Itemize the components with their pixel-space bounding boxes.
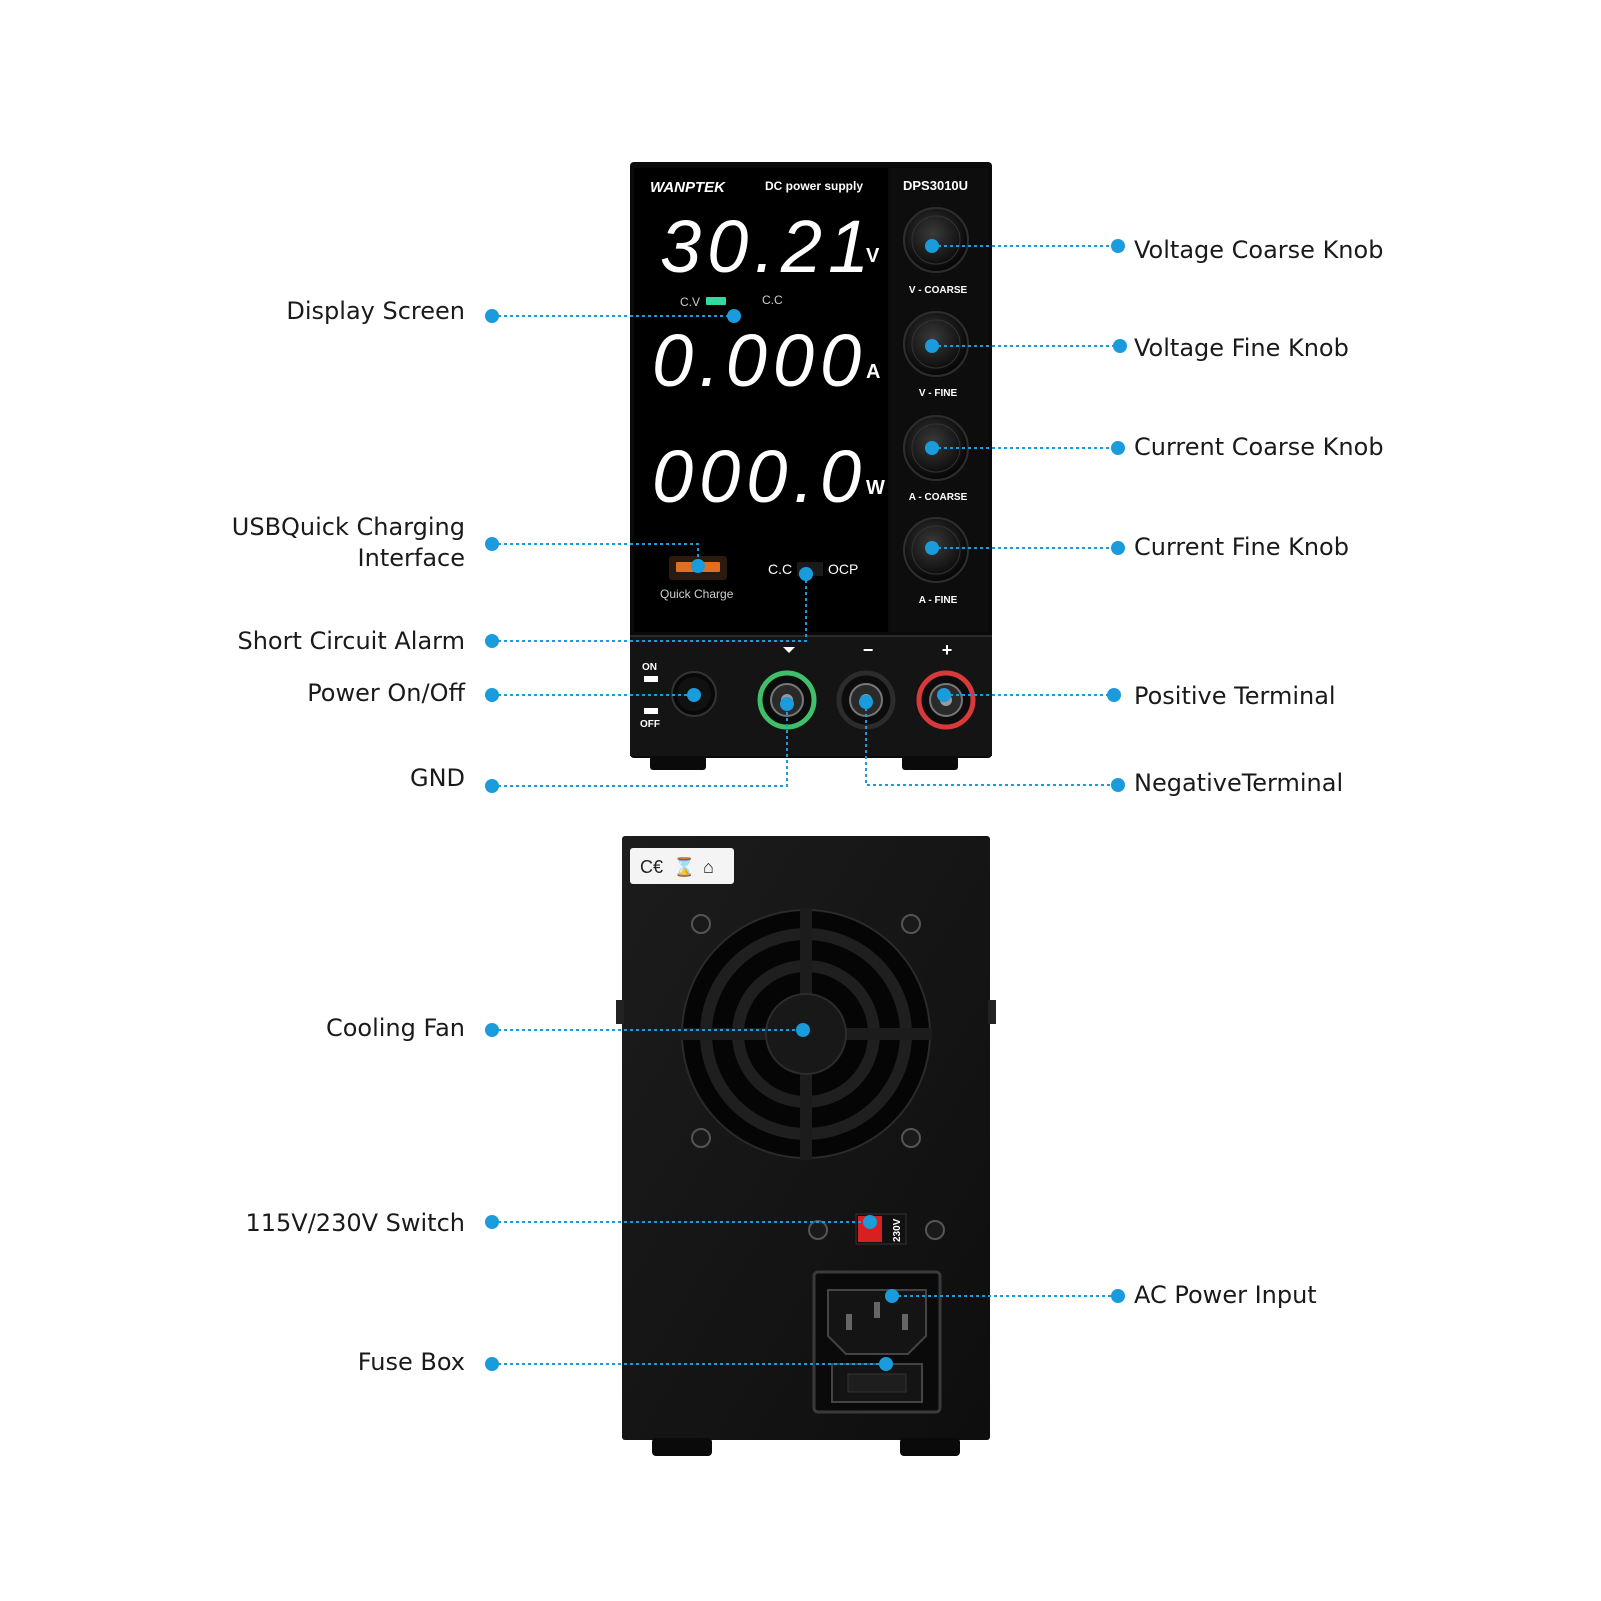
usb-label: Quick Charge	[660, 587, 734, 601]
rear-foot-right	[900, 1438, 960, 1456]
knob-label-v-coarse: V - COARSE	[909, 285, 968, 296]
on-glyph	[644, 676, 658, 682]
cv-led	[706, 297, 726, 305]
label-voltage-fine-knob: Voltage Fine Knob	[1134, 334, 1349, 362]
label-ac-power-input: AC Power Input	[1134, 1281, 1317, 1309]
ce-mark-icon: C€	[640, 857, 663, 877]
device-subtitle: DC power supply	[765, 179, 863, 193]
fuse-box[interactable]	[831, 1363, 923, 1403]
current-readout: 0.000	[652, 319, 867, 402]
weee-icon: ⌛	[673, 856, 695, 877]
display-screen	[634, 168, 888, 632]
minus-sign: −	[863, 640, 874, 660]
voltage-switch-label: 230V	[892, 1218, 903, 1242]
fan-screw-icon	[901, 914, 921, 934]
leader-dots	[485, 239, 1127, 1371]
rear-foot-left	[652, 1438, 712, 1456]
label-positive-terminal: Positive Terminal	[1134, 682, 1336, 710]
voltage-readout: 30.21	[660, 205, 875, 288]
label-voltage-switch: 115V/230V Switch	[245, 1209, 465, 1237]
label-current-fine-knob: Current Fine Knob	[1134, 533, 1349, 561]
label-gnd: GND	[409, 764, 465, 792]
label-short-circuit-alarm: Short Circuit Alarm	[237, 627, 465, 655]
label-display-screen: Display Screen	[286, 297, 465, 325]
cc-label: C.C	[762, 293, 783, 307]
panel-screw-icon	[925, 1220, 945, 1240]
fan-screw-icon	[691, 1128, 711, 1148]
front-unit: WANPTEK DC power supply DPS3010U 30.21 V…	[630, 162, 992, 770]
front-foot-left	[650, 756, 706, 770]
fan-screw-icon	[901, 1128, 921, 1148]
power-readout: 000.0	[652, 435, 867, 518]
on-label: ON	[642, 662, 657, 673]
knob-voltage-coarse[interactable]	[903, 207, 969, 273]
label-power-on-off: Power On/Off	[307, 679, 465, 707]
label-voltage-coarse-knob: Voltage Coarse Knob	[1134, 236, 1384, 264]
label-usb-charging-line2: Interface	[357, 544, 465, 572]
voltage-unit: V	[866, 245, 880, 267]
knob-label-a-coarse: A - COARSE	[909, 492, 968, 503]
leader-lines	[492, 245, 1120, 1365]
ground-symbol-icon	[783, 647, 795, 653]
side-screw-left	[616, 1000, 624, 1024]
fan-screw-icon	[691, 914, 711, 934]
brand-text: WANPTEK	[650, 179, 726, 196]
off-glyph	[644, 708, 658, 714]
off-label: OFF	[640, 719, 660, 730]
ocp-label: OCP	[828, 561, 858, 577]
label-negative-terminal: NegativeTerminal	[1134, 769, 1344, 797]
cert-sticker	[630, 848, 734, 884]
label-cooling-fan: Cooling Fan	[325, 1014, 465, 1042]
label-current-coarse-knob: Current Coarse Knob	[1134, 433, 1384, 461]
house-icon: ⌂	[703, 857, 714, 877]
label-fuse-box: Fuse Box	[357, 1348, 465, 1376]
side-screw-right	[988, 1000, 996, 1024]
current-unit: A	[866, 361, 880, 383]
knob-label-v-fine: V - FINE	[919, 388, 958, 399]
power-unit: W	[866, 477, 885, 499]
panel-screw-icon	[808, 1220, 828, 1240]
model-text: DPS3010U	[903, 178, 968, 193]
voltage-switch[interactable]: 230V	[855, 1213, 907, 1245]
label-usb-charging-line1: USBQuick Charging	[231, 513, 465, 541]
plus-sign: +	[942, 640, 953, 660]
cv-label: C.V	[680, 295, 700, 309]
cc-alarm-label: C.C	[768, 561, 792, 577]
knob-label-a-fine: A - FINE	[919, 595, 958, 606]
front-foot-right	[902, 756, 958, 770]
